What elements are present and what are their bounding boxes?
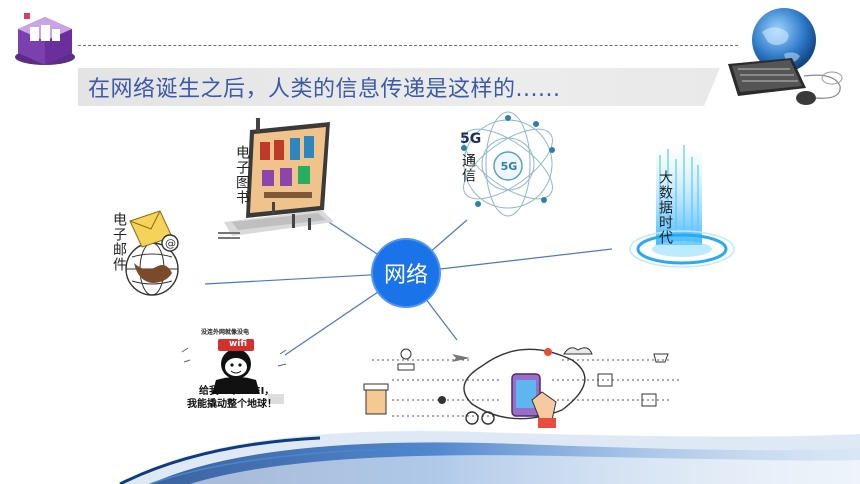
network-hub: 网络: [373, 240, 439, 306]
fiveg-badge: 5G: [500, 160, 518, 173]
laptop-library-icon: [218, 118, 334, 239]
slide-title: 在网络诞生之后，人类的信息传递是这样的......: [88, 77, 561, 102]
email-globe-icon: @: [125, 210, 179, 296]
meme-caption-line1: 给我一个WIFI，: [199, 386, 275, 397]
fiveg-label-bottom: 通信: [460, 153, 476, 183]
bigdata-label: 大数据时代: [657, 170, 673, 245]
smartphone-network-icon: [363, 347, 682, 428]
svg-text:@: @: [165, 237, 176, 250]
fiveg-label-top: 5G: [460, 131, 482, 147]
ebook-label: 电子图书: [234, 145, 250, 205]
email-label: 电子邮件: [111, 212, 127, 272]
header-divider: [78, 45, 738, 46]
footer-wave: [119, 431, 860, 484]
title-background: [78, 68, 720, 106]
5g-network-icon: [461, 111, 555, 217]
globe-keyboard-icon: [728, 8, 843, 105]
meme-caption-line2: 我能撬动整个地球！: [187, 399, 277, 410]
meme-banner: 没连外网就像没电: [201, 329, 250, 336]
meme-wifi-tag: wifi: [228, 339, 248, 349]
data-beam-icon: [629, 145, 735, 268]
wifi-meme-icon: [181, 326, 287, 404]
cube-logo-icon: [15, 13, 75, 65]
